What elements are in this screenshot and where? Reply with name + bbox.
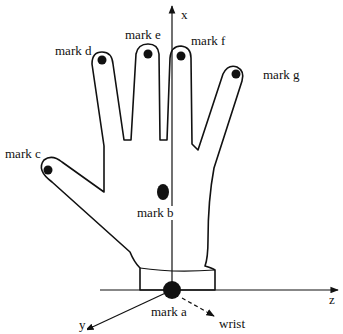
x-axis	[171, 6, 172, 290]
mark-dot	[98, 56, 107, 65]
mark-label: mark e	[124, 28, 162, 42]
hand-outline	[41, 44, 242, 290]
axis-label: wrist	[218, 317, 246, 331]
cuff-line	[140, 268, 215, 271]
mark-dot	[177, 52, 186, 61]
mark-dot	[44, 166, 53, 175]
mark-label: mark g	[262, 68, 300, 82]
mark-label: mark b	[136, 206, 174, 220]
mark-label: mark f	[190, 34, 226, 48]
z-axis	[100, 289, 338, 290]
mark-label: mark a	[150, 305, 188, 319]
mark-dot	[144, 50, 153, 59]
axis-label: y	[78, 318, 87, 332]
mark-label: mark d	[54, 44, 92, 58]
mark-dot	[163, 281, 181, 299]
axis-label: x	[180, 8, 189, 22]
mark-dot	[232, 70, 241, 79]
mark-dot	[157, 184, 169, 200]
mark-label: mark c	[4, 147, 42, 161]
axis-label: z	[328, 293, 336, 307]
